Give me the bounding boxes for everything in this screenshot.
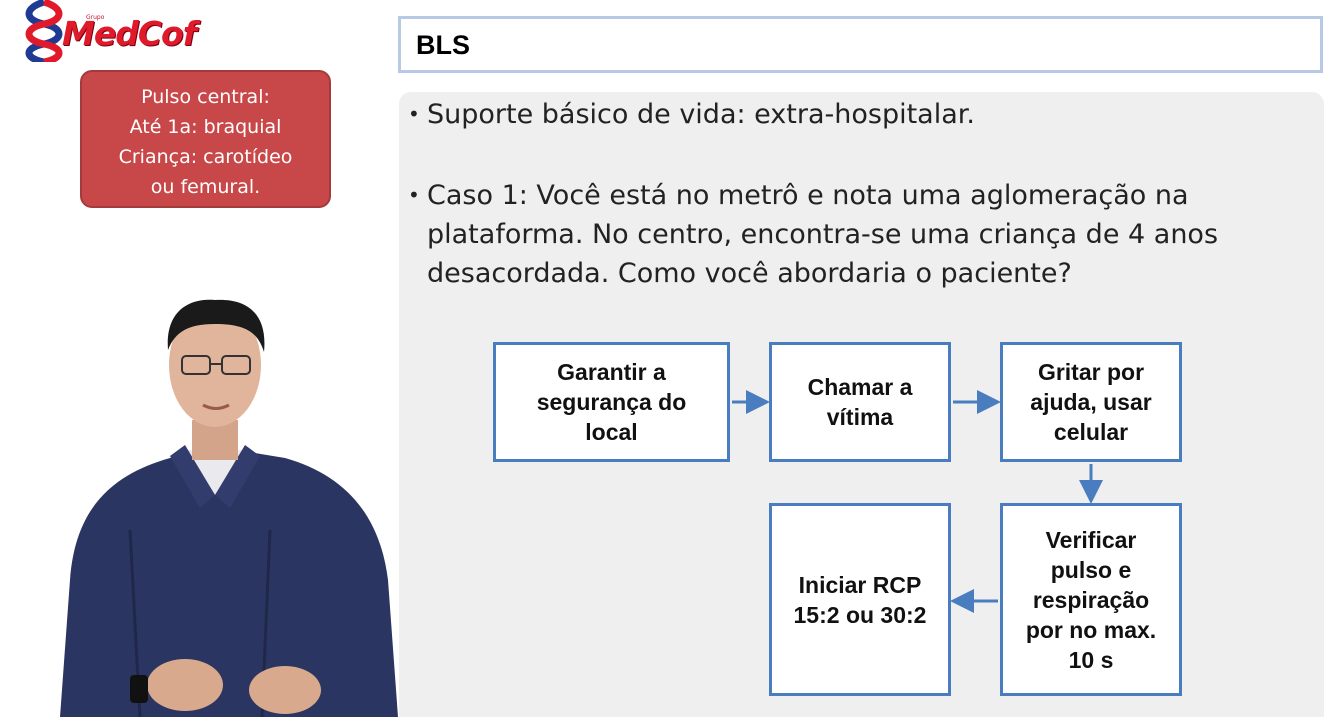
- flow-step-label: Verificar pulso e respiração por no max.…: [1026, 525, 1156, 675]
- flow-step-start-cpr: Iniciar RCP 15:2 ou 30:2: [769, 503, 951, 696]
- flow-step-label: Garantir a segurança do local: [537, 357, 687, 447]
- flow-step-safety: Garantir a segurança do local: [493, 342, 730, 462]
- flow-step-label: Chamar a vítima: [808, 372, 913, 432]
- flow-step-label: Iniciar RCP 15:2 ou 30:2: [794, 570, 927, 630]
- flow-step-label: Gritar por ajuda, usar celular: [1030, 357, 1151, 447]
- flow-step-call-victim: Chamar a vítima: [769, 342, 951, 462]
- flow-step-shout-help: Gritar por ajuda, usar celular: [1000, 342, 1182, 462]
- flow-step-check-pulse: Verificar pulso e respiração por no max.…: [1000, 503, 1182, 696]
